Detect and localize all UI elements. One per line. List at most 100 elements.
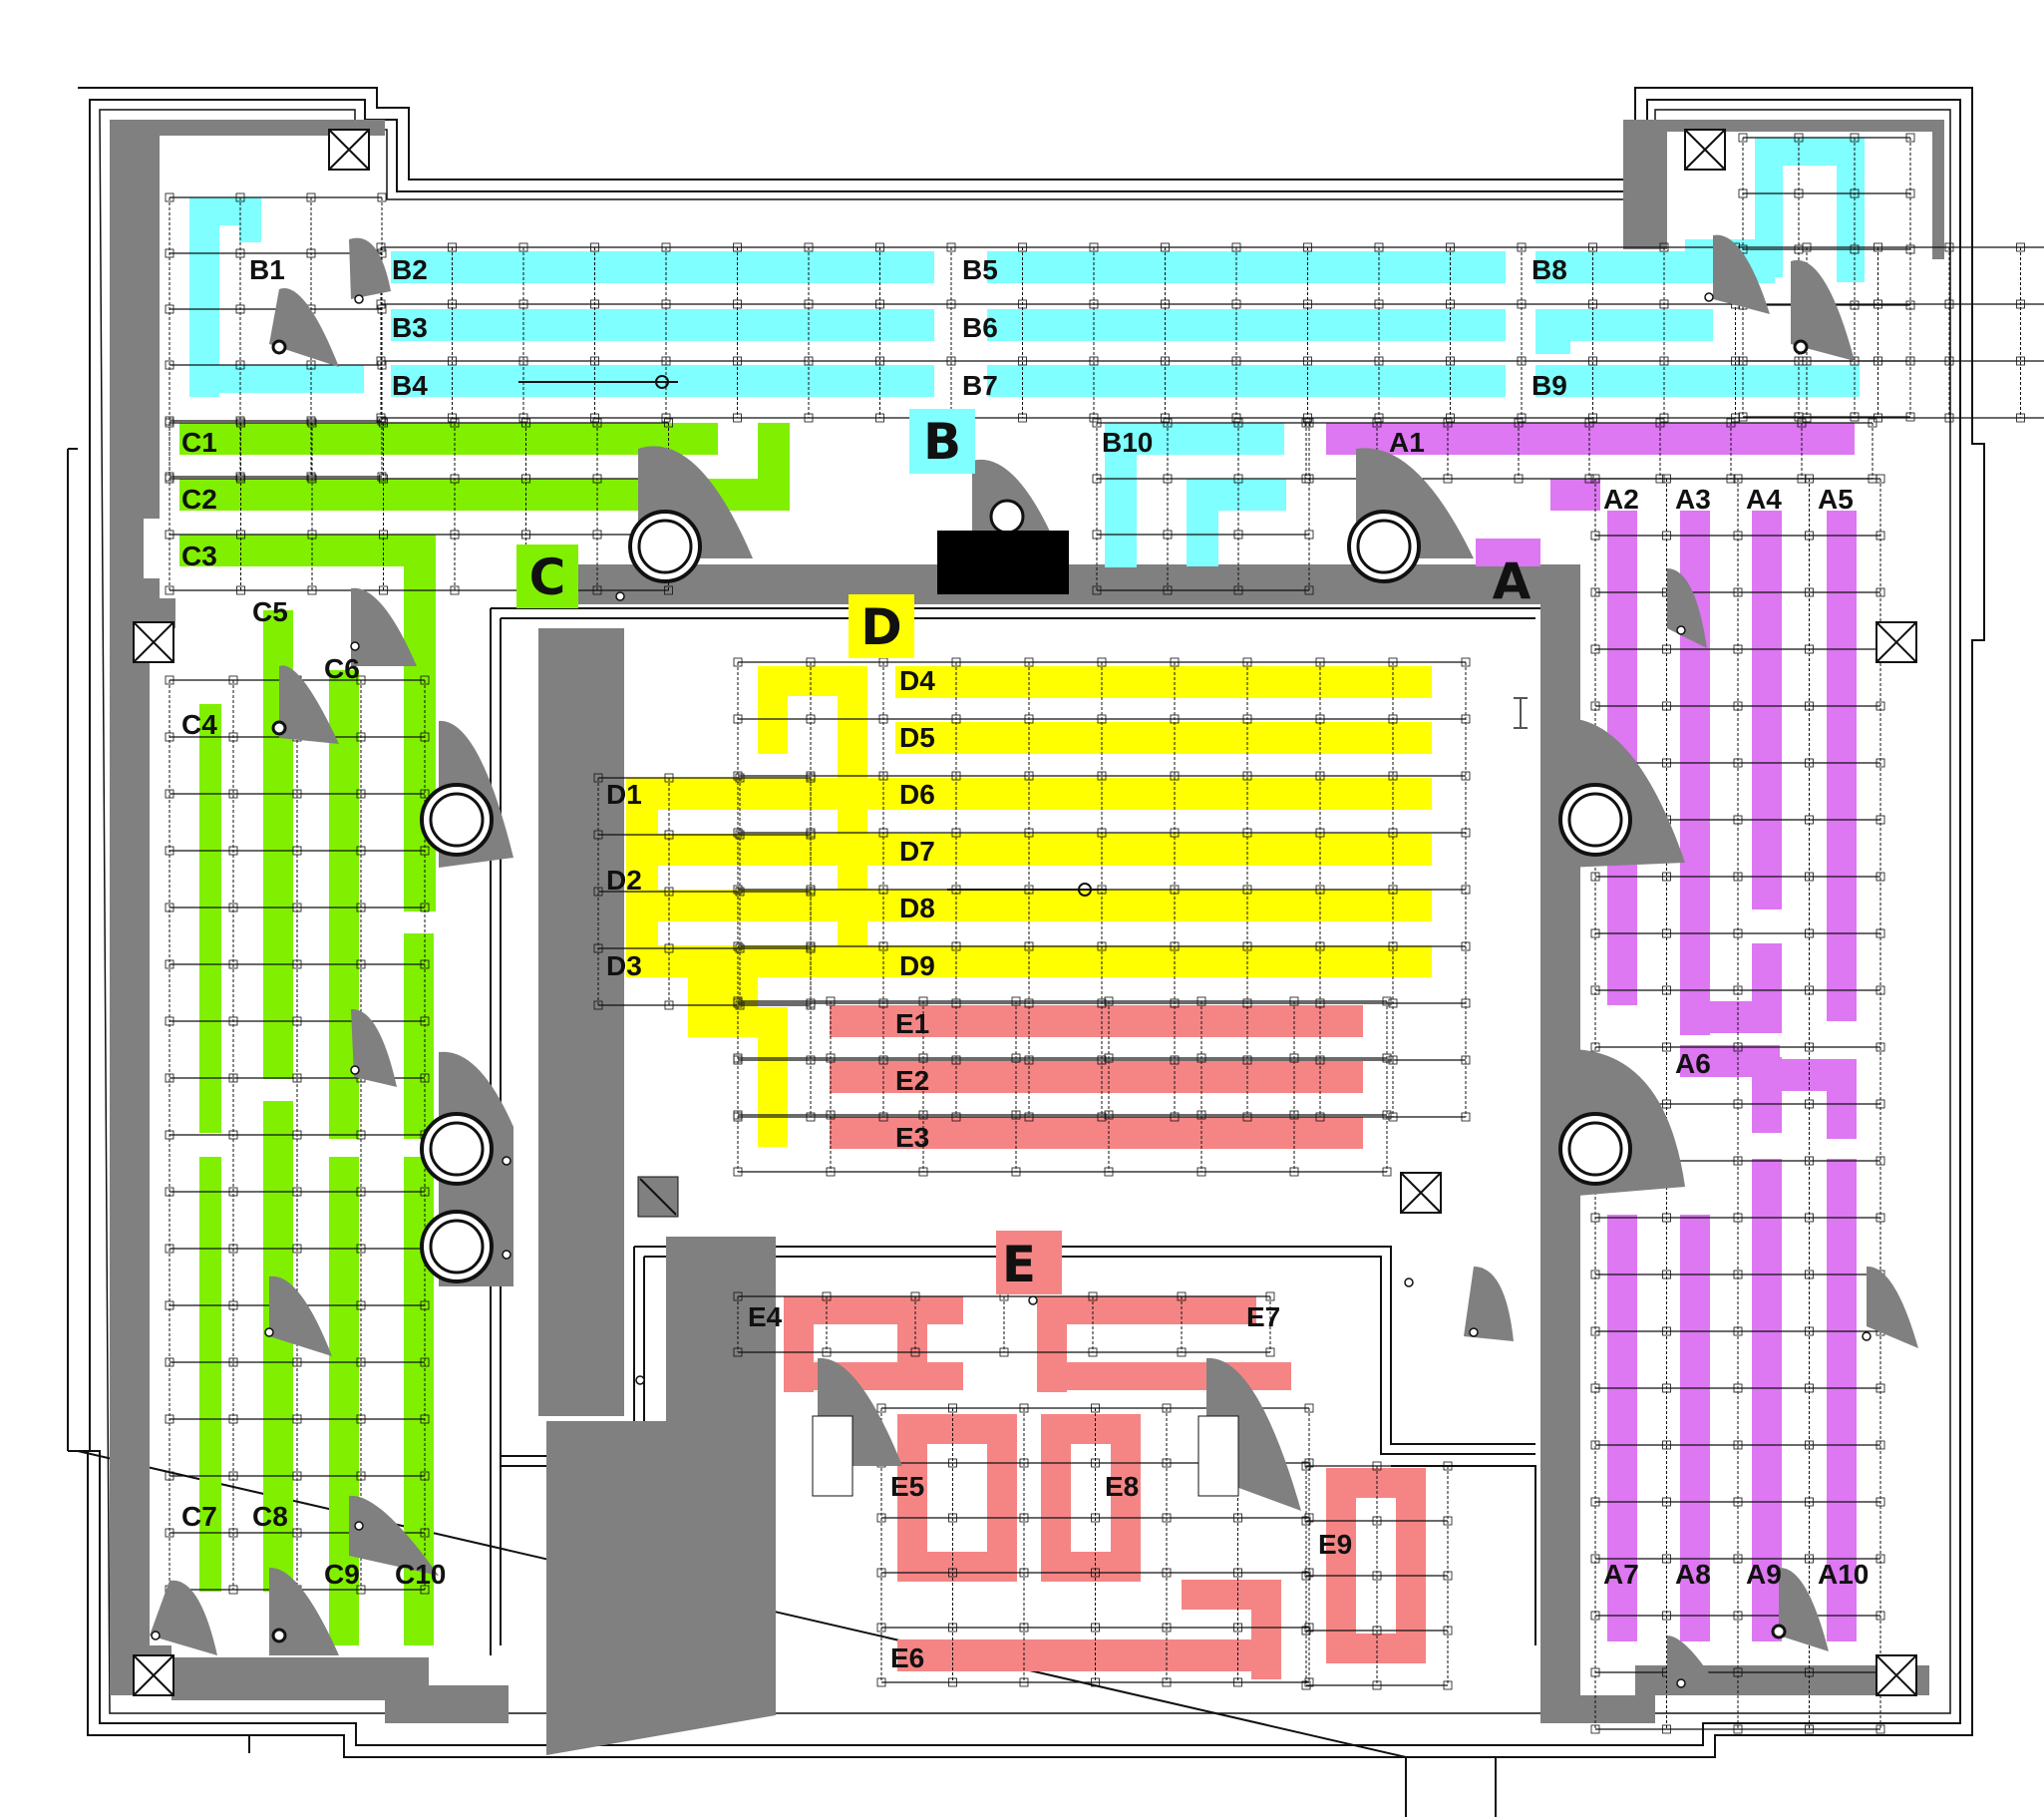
crossed-boxes	[133, 129, 1917, 1696]
grid-a-node	[1875, 1156, 1885, 1166]
bar-d-10	[838, 778, 867, 977]
grid-a-node	[1805, 1554, 1814, 1564]
grid-a-node	[1662, 928, 1671, 938]
grid-d-node	[1315, 771, 1325, 781]
bar-e-14	[897, 1552, 1017, 1582]
grid-c-node	[292, 1471, 302, 1481]
grid-b-node	[376, 299, 386, 309]
grid-a-node	[1662, 1326, 1671, 1336]
bar-a-5	[1752, 511, 1782, 909]
grid-a-node	[1805, 1099, 1814, 1109]
grid-b-node	[1446, 242, 1455, 252]
grid-b8-node	[1794, 244, 1804, 254]
grid-b-node	[1161, 299, 1170, 309]
grid-d-node	[1097, 1055, 1107, 1065]
grid-e-mid-node	[1304, 1403, 1314, 1413]
grid-a-node	[1875, 531, 1885, 541]
grid-b-node	[733, 413, 742, 423]
crossed-box	[1684, 129, 1726, 171]
grid-d-node	[806, 1112, 816, 1122]
crossed-box	[133, 621, 174, 663]
grid-e9-node	[1443, 1461, 1453, 1471]
cone	[150, 1580, 217, 1655]
row-label-e9: E9	[1318, 1529, 1352, 1560]
row-label-e1: E1	[895, 1008, 929, 1039]
grid-c-top-node	[307, 530, 317, 540]
grid-a-node	[1662, 1611, 1671, 1621]
grid-c-node	[228, 903, 238, 912]
grid-a-node	[1733, 1667, 1743, 1677]
bar-a-0	[1326, 423, 1855, 455]
grid-e-mid-node	[876, 1623, 886, 1633]
grid-d-node	[1170, 828, 1180, 838]
grid-e-mid-node	[1304, 1677, 1314, 1687]
grid-a-node	[1662, 1042, 1671, 1052]
grid-d-node	[1170, 771, 1180, 781]
grid-a-node	[1590, 644, 1600, 654]
grid-e-mid-node	[1304, 1458, 1314, 1468]
grid-b1-node	[377, 192, 387, 202]
row-label-d3: D3	[606, 950, 642, 981]
grid-a-node	[1590, 928, 1600, 938]
grid-e-node	[918, 1053, 928, 1063]
grid-e-node	[826, 996, 836, 1006]
pillar	[637, 519, 693, 574]
bar-e-2	[830, 1117, 1363, 1149]
bar-e-22	[1326, 1634, 1426, 1663]
pillars	[420, 499, 1632, 1283]
grid-c-node	[356, 1414, 366, 1424]
grid-b8-node	[1738, 188, 1748, 198]
grid-d-node	[1170, 714, 1180, 724]
pillar	[989, 499, 1025, 535]
grid-c-node	[165, 846, 174, 856]
grid-d-node	[1170, 998, 1180, 1008]
grid-b-node	[946, 299, 956, 309]
grid-e-mid-node	[1233, 1513, 1242, 1523]
grid-b10-node	[1163, 585, 1173, 595]
row-label-b8: B8	[1532, 254, 1567, 285]
grid-d-left-node	[806, 943, 816, 953]
bar-d-2	[838, 666, 867, 786]
grid-b8-node	[1738, 356, 1748, 366]
grid-a1-node	[1797, 418, 1807, 428]
grid-e-top-node	[999, 1347, 1009, 1357]
grid-c-node	[165, 789, 174, 799]
grid-b10-node	[1304, 530, 1314, 540]
grid-a-node	[1733, 1383, 1743, 1393]
pillar	[1356, 519, 1412, 574]
grid-b1-node	[235, 304, 245, 314]
grid-c-node	[292, 1357, 302, 1367]
bar-d-12	[758, 1007, 788, 1147]
grid-b-node	[1231, 299, 1241, 309]
zone-a-label: A	[1493, 552, 1532, 610]
grid-c-node	[165, 1357, 174, 1367]
grid-c-node	[292, 1414, 302, 1424]
grid-c-top-node	[307, 474, 317, 484]
grid-b-node	[1161, 413, 1170, 423]
grid-b-node	[804, 356, 814, 366]
grid-d-node	[951, 828, 961, 838]
grid-d-node	[806, 657, 816, 667]
grid-a-node	[1662, 474, 1671, 484]
grid-b-node	[1303, 299, 1312, 309]
grid-c-node	[420, 1357, 430, 1367]
grid-a-node	[1662, 531, 1671, 541]
grid-a-node	[1875, 985, 1885, 995]
bar-a-15	[1680, 1215, 1710, 1641]
cone	[1713, 234, 1770, 314]
grid-b-node	[1944, 242, 1954, 252]
grid-d-node	[1170, 1112, 1180, 1122]
grid-b-node	[946, 242, 956, 252]
grid-a1-node	[1868, 418, 1877, 428]
grid-b-node	[661, 299, 671, 309]
pillar	[1567, 792, 1623, 848]
grid-a-node	[1662, 1497, 1671, 1507]
cone	[279, 665, 339, 744]
grid-c-top-node	[165, 530, 174, 540]
grid-e9-node	[1443, 1626, 1453, 1635]
grid-a1-node	[1443, 474, 1453, 484]
column-box	[1197, 1415, 1239, 1497]
grid-c-node	[420, 1300, 430, 1310]
grid-c-node	[292, 789, 302, 799]
grid-d-node	[1170, 657, 1180, 667]
